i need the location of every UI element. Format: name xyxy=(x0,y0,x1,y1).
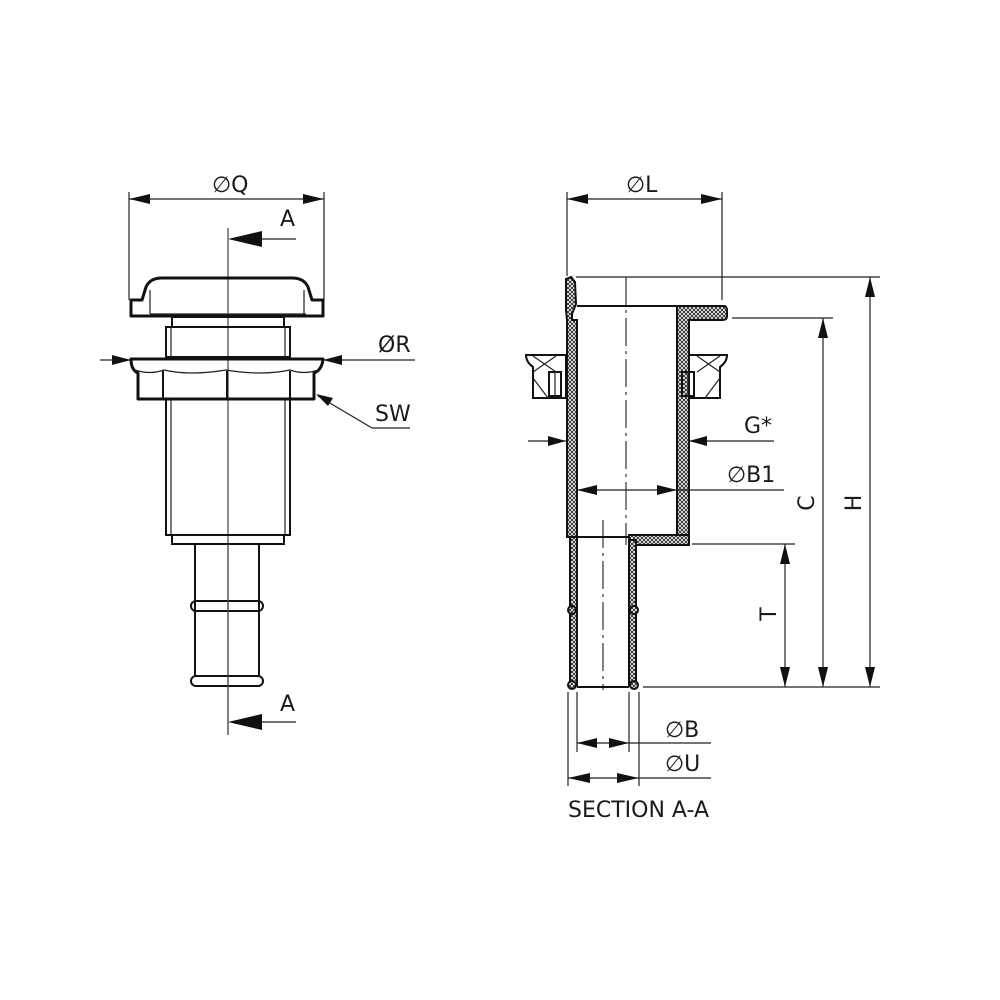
dimension-b1: ∅B1 xyxy=(577,463,784,495)
dimension-h: H xyxy=(842,277,875,687)
section-view: ∅L xyxy=(524,173,880,823)
label-height-h: H xyxy=(842,495,867,512)
label-height-c: C xyxy=(795,495,820,510)
label-section-a-top: A xyxy=(280,207,295,232)
dimension-b: ∅B xyxy=(576,692,711,752)
label-wrench-size: SW xyxy=(375,402,411,427)
dimension-q: ∅Q xyxy=(128,173,325,300)
exterior-view: ∅Q A ØR xyxy=(100,173,415,735)
label-diameter-u: ∅U xyxy=(665,752,700,777)
label-height-t: T xyxy=(757,607,782,622)
section-marker-top: A xyxy=(228,207,296,247)
dimension-c: C xyxy=(795,318,828,687)
label-diameter-b1: ∅B1 xyxy=(727,463,775,488)
label-diameter-l: ∅L xyxy=(626,173,658,198)
dimension-g: G* xyxy=(528,414,774,446)
dimension-l: ∅L xyxy=(566,173,723,300)
wrench-size-leader: SW xyxy=(316,394,411,429)
label-thread-g: G* xyxy=(744,414,772,439)
dimension-u: ∅U xyxy=(567,692,711,786)
cap-flange xyxy=(129,276,325,318)
section-spigot xyxy=(567,536,639,690)
upper-body xyxy=(165,326,291,358)
spigot xyxy=(190,544,264,687)
label-diameter-r: ØR xyxy=(378,333,411,358)
dimension-r: ØR xyxy=(100,333,415,365)
hex-nut xyxy=(129,357,325,401)
section-nut-right xyxy=(681,354,729,399)
label-diameter-b: ∅B xyxy=(665,718,699,743)
section-title: SECTION A-A xyxy=(568,798,709,823)
dimension-t: T xyxy=(757,544,790,687)
spigot-bead-upper xyxy=(190,600,264,612)
label-section-a-bottom: A xyxy=(280,692,295,717)
label-diameter-q: ∅Q xyxy=(212,173,248,198)
section-nut-left xyxy=(524,354,567,399)
spigot-bead-lower xyxy=(190,675,264,687)
section-marker-bottom: A xyxy=(228,692,296,730)
